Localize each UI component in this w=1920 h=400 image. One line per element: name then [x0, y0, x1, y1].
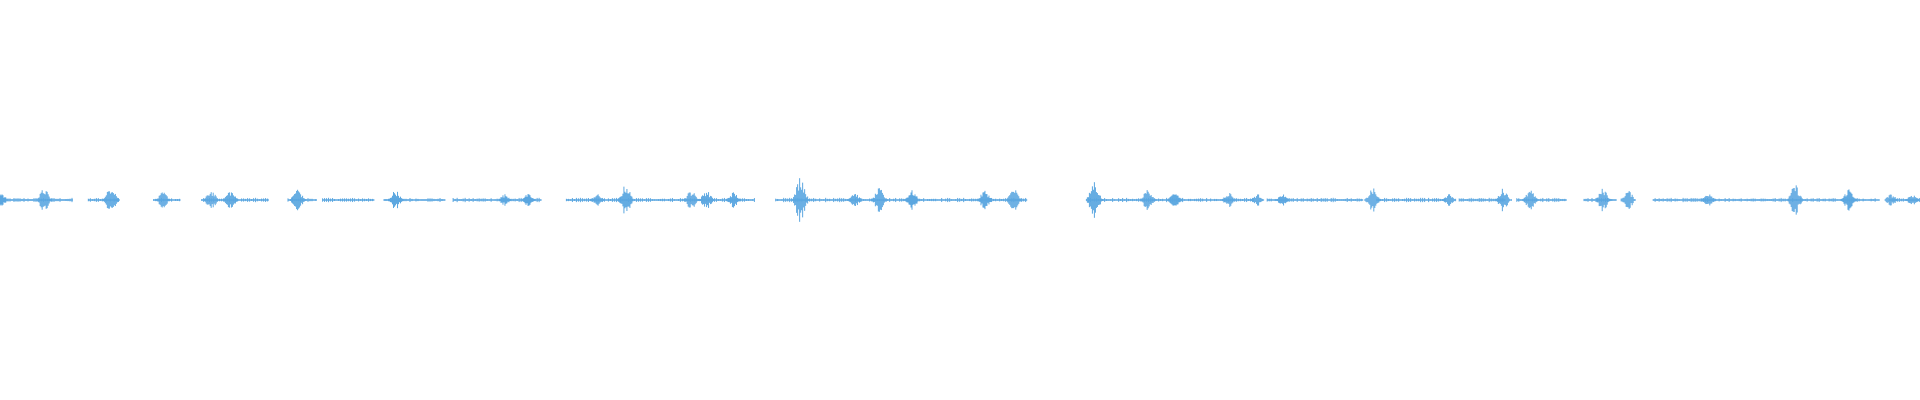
waveform-burst: [1905, 195, 1919, 205]
waveform-burst: [0, 194, 8, 206]
waveform-burst: [846, 194, 862, 206]
waveform-burst: [976, 190, 994, 210]
waveform-burst: [1494, 188, 1512, 212]
waveform-burst: [699, 192, 715, 208]
waveform-burst: [870, 188, 887, 212]
waveform-burst: [1221, 193, 1237, 207]
waveform-burst: [1840, 189, 1858, 211]
waveform-burst: [222, 192, 239, 208]
waveform-trace: [0, 178, 1920, 222]
waveform-burst: [521, 194, 536, 206]
waveform-burst: [36, 190, 53, 210]
waveform-burst: [617, 186, 634, 214]
waveform-burst: [1595, 188, 1612, 212]
waveform-burst: [1140, 190, 1157, 210]
waveform-burst: [290, 189, 307, 211]
waveform-burst: [203, 192, 220, 208]
waveform-burst: [1620, 191, 1636, 209]
waveform-burst: [388, 191, 405, 209]
waveform-burst: [903, 190, 921, 210]
waveform-burst: [1786, 185, 1804, 215]
waveform-burst: [1364, 188, 1382, 212]
waveform-burst: [1701, 194, 1717, 206]
waveform-burst: [1442, 194, 1457, 206]
waveform-burst: [725, 192, 741, 208]
waveform-burst: [682, 192, 699, 208]
waveform-burst: [1522, 190, 1538, 210]
waveform-burst: [792, 178, 811, 222]
waveform-burst: [1884, 194, 1898, 206]
waveform-burst: [155, 192, 171, 208]
waveform-burst: [102, 191, 120, 209]
waveform-burst: [1167, 194, 1183, 206]
waveform-burst: [1275, 194, 1290, 206]
waveform-burst: [589, 194, 605, 206]
waveform-burst: [1006, 190, 1023, 210]
waveform-burst: [1250, 194, 1265, 206]
waveform-burst: [498, 194, 512, 206]
waveform-burst: [1085, 182, 1104, 218]
